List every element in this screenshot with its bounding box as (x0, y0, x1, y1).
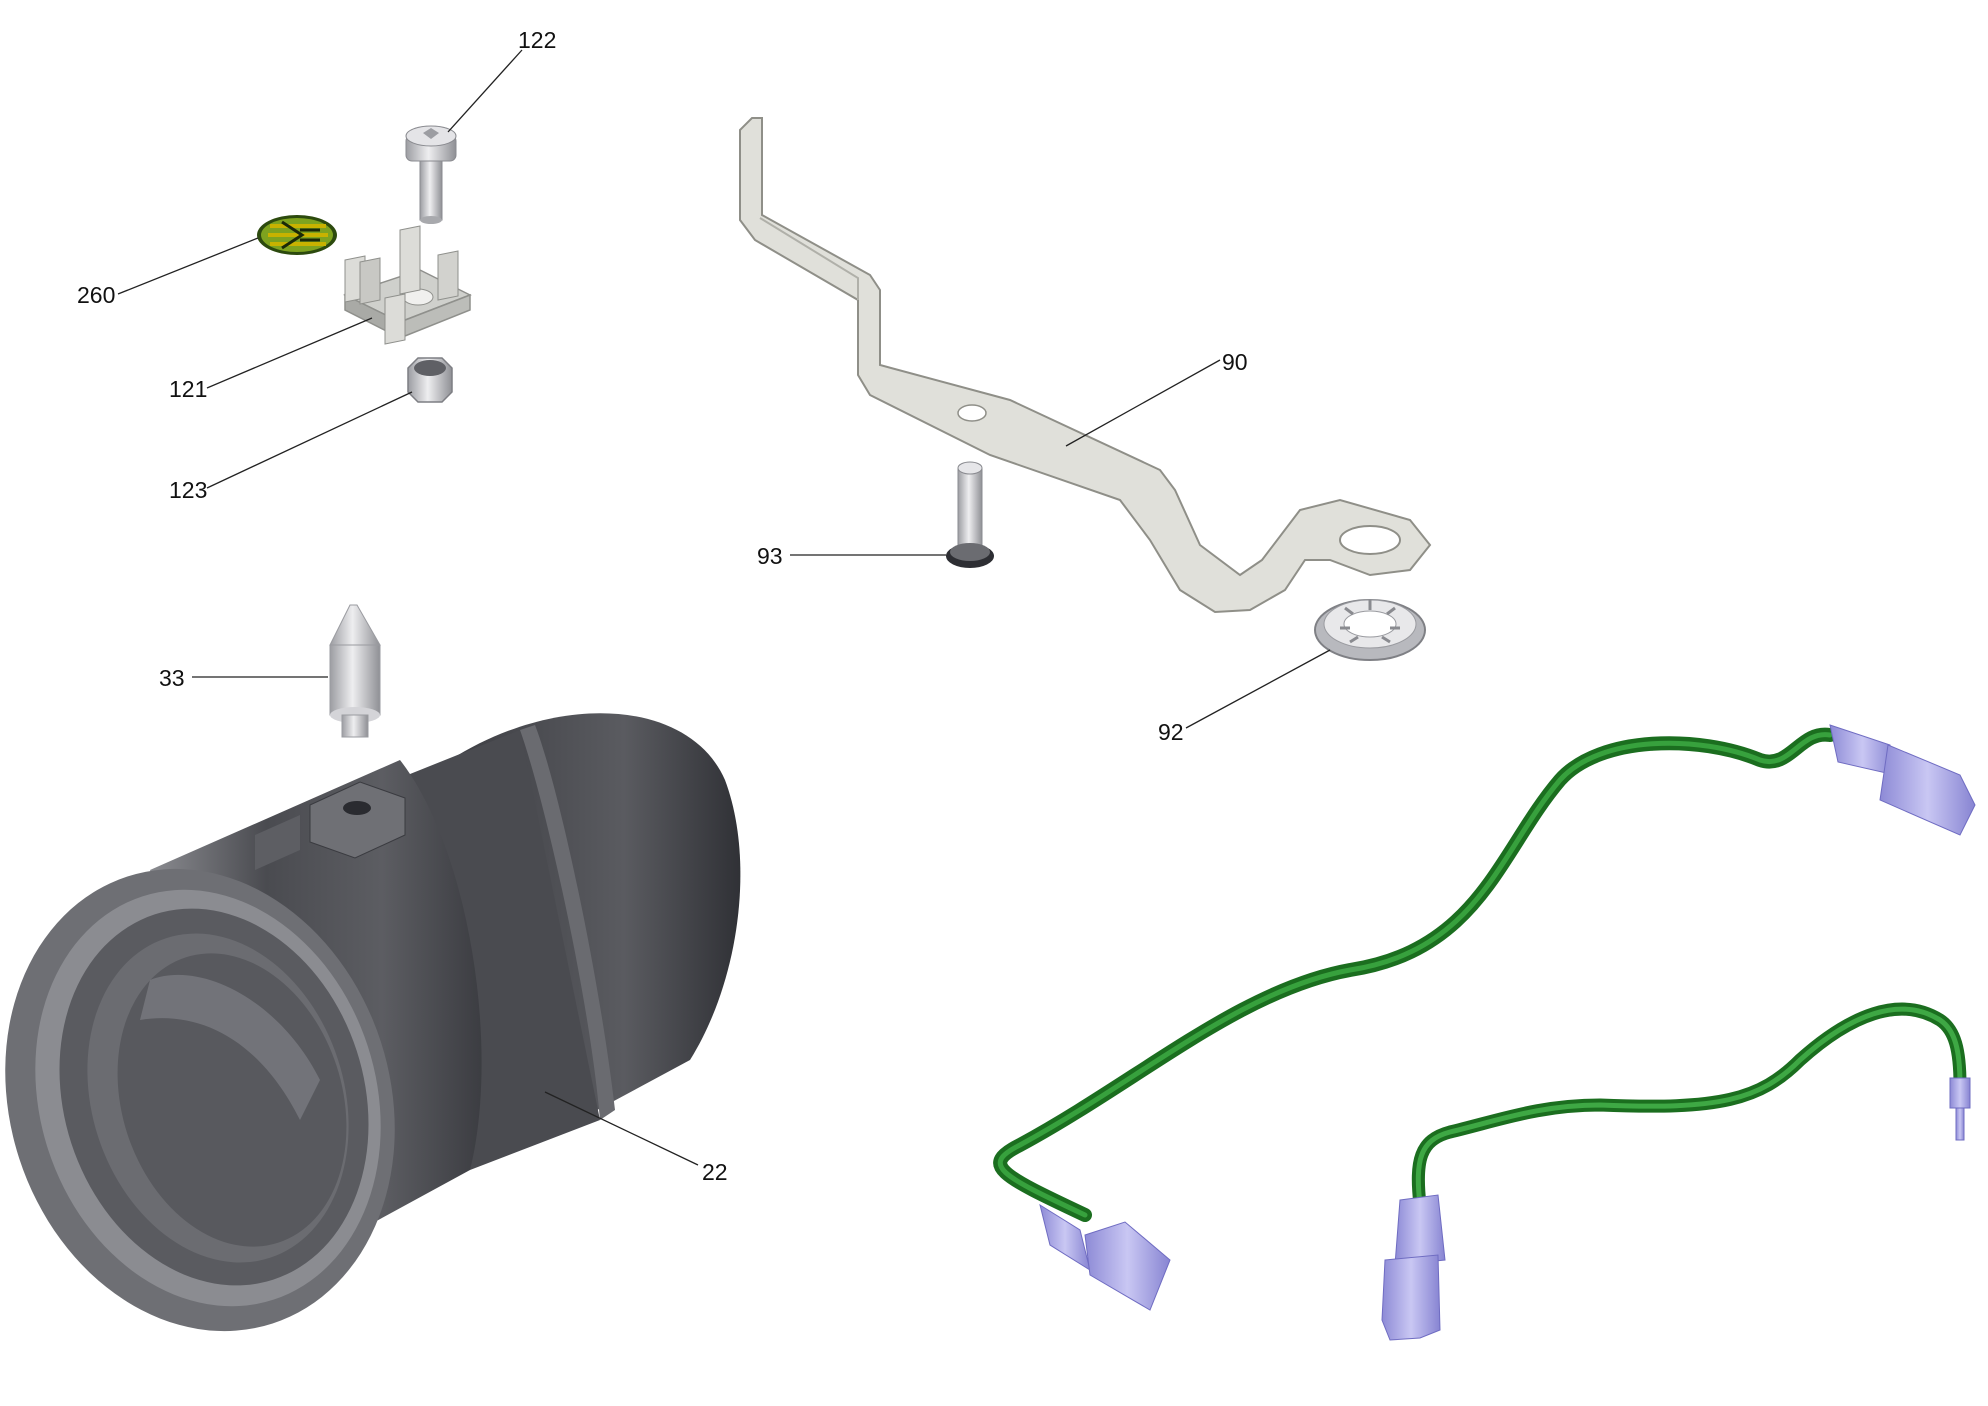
callout-121: 121 (169, 376, 207, 402)
leader-122 (447, 49, 523, 133)
terminal-bottom-left (1039, 1203, 1171, 1311)
leader-22 (544, 1091, 699, 1166)
earth-strap-90 (739, 117, 1432, 614)
leader-92 (1185, 649, 1331, 729)
leader-121 (206, 317, 373, 389)
terminal-top-right (1829, 724, 1976, 836)
callout-labels: 122 260 121 123 90 93 33 92 22 (77, 27, 1248, 1185)
callout-92: 92 (1158, 719, 1184, 745)
screw-122 (405, 125, 457, 224)
leader-90 (1065, 359, 1221, 447)
pin-93 (946, 461, 994, 568)
callout-260: 260 (77, 282, 115, 308)
leader-260 (117, 237, 259, 295)
lock-washer-92 (1314, 599, 1426, 661)
callout-22: 22 (702, 1159, 728, 1185)
flat-terminal (1381, 1194, 1446, 1341)
earth-wire-short (1381, 1002, 1971, 1341)
callout-122: 122 (518, 27, 556, 53)
leader-123 (206, 391, 413, 489)
callout-123: 123 (169, 477, 207, 503)
callout-93: 93 (757, 543, 783, 569)
pin-33 (329, 604, 381, 738)
earth-label-260 (257, 215, 337, 255)
callout-33: 33 (159, 665, 185, 691)
lamp-housing-22 (5, 713, 741, 1332)
earth-wire-long (993, 724, 1976, 1311)
leader-lines (117, 49, 1331, 1166)
nut-123 (407, 357, 453, 403)
earth-bracket-121 (343, 225, 472, 345)
callout-90: 90 (1222, 349, 1248, 375)
ferrule-terminal (1949, 1077, 1971, 1141)
